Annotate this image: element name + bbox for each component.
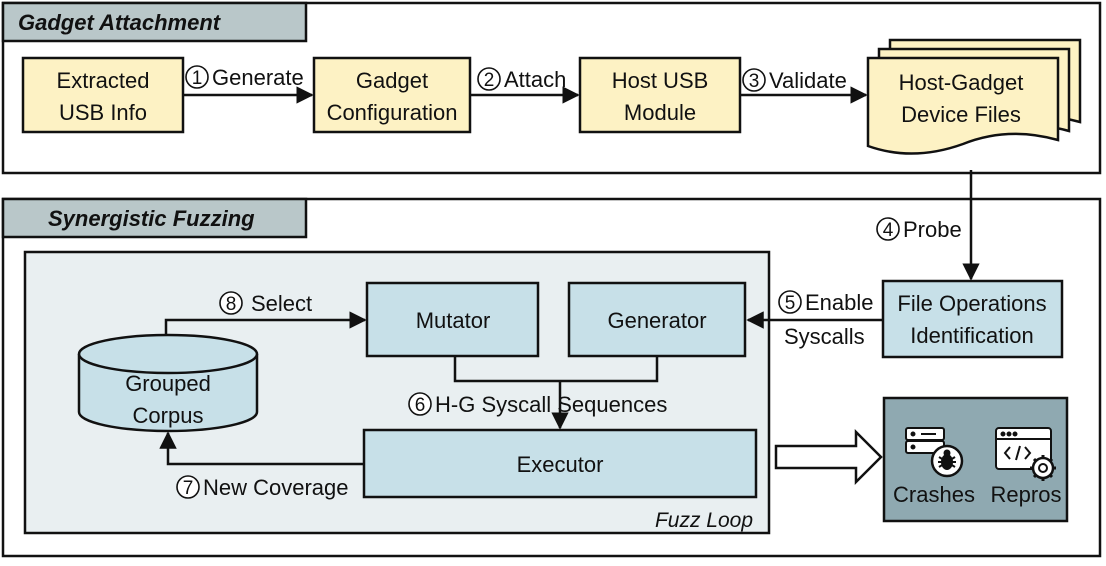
step-5-label: Enable <box>805 290 874 315</box>
step-1-number: 1 <box>192 68 203 89</box>
extracted-label-1: Extracted <box>57 68 150 93</box>
results-arrow <box>774 428 883 486</box>
step-5-circle <box>778 290 802 314</box>
step-5-label-2: Syscalls <box>784 324 865 349</box>
step-7-circle <box>176 475 200 499</box>
step-3-number: 3 <box>749 71 760 92</box>
step-2-number: 2 <box>484 70 495 91</box>
generator-label: Generator <box>607 308 706 333</box>
generator-box <box>567 281 747 358</box>
fuzz-loop-label: Fuzz Loop <box>655 509 753 532</box>
step-7-label: New Coverage <box>203 475 349 500</box>
step-4-circle <box>876 217 900 241</box>
arrow-select <box>164 311 367 335</box>
mutator-box <box>365 281 540 358</box>
step-7-number: 7 <box>183 478 194 499</box>
repros-label: Repros <box>991 482 1062 507</box>
step-3-circle <box>742 68 766 92</box>
host-usb-module-box <box>578 56 742 134</box>
device-files-label-2: Device Files <box>901 102 1021 127</box>
grouped-corpus-cylinder <box>77 333 259 433</box>
step-8-circle <box>219 291 243 315</box>
step-3-label: Validate <box>769 68 847 93</box>
gadget-attachment-title: Gadget Attachment <box>18 10 222 35</box>
synergistic-fuzzing-header <box>1 197 308 239</box>
executor-label: Executor <box>517 452 604 477</box>
step-8-number: 8 <box>226 294 237 315</box>
step-6-number: 6 <box>415 395 426 416</box>
code-window-gear-icon <box>995 427 1056 481</box>
step-8-label: Select <box>251 291 312 316</box>
device-files-stack <box>866 38 1082 155</box>
mutator-label: Mutator <box>416 308 491 333</box>
merge-line <box>453 356 659 383</box>
step-4-number: 4 <box>883 220 894 241</box>
file-ops-label-1: File Operations <box>897 291 1046 316</box>
extracted-label-2: USB Info <box>59 100 147 125</box>
host-usb-label-1: Host USB <box>612 68 709 93</box>
step-6-circle <box>408 392 432 416</box>
step-4-label: Probe <box>903 217 962 242</box>
extracted-usb-info-box <box>21 56 185 134</box>
step-5-number: 5 <box>785 293 796 314</box>
step-1-label: Generate <box>212 65 304 90</box>
step-1-circle <box>185 65 209 89</box>
step-2-label: Attach <box>504 67 566 92</box>
device-files-label-1: Host-Gadget <box>899 70 1024 95</box>
file-ops-label-2: Identification <box>910 323 1034 348</box>
step-2-circle <box>477 67 501 91</box>
executor-box <box>362 428 758 499</box>
gadget-attachment-header <box>1 1 308 43</box>
corpus-label-1: Grouped <box>125 371 211 396</box>
synergistic-fuzzing-title: Synergistic Fuzzing <box>48 206 255 231</box>
step-6-label: H-G Syscall Sequences <box>435 392 667 417</box>
gadget-config-label-1: Gadget <box>356 68 428 93</box>
arrow-new-coverage <box>159 431 364 466</box>
corpus-label-2: Corpus <box>133 403 204 428</box>
bug-server-icon <box>905 427 964 478</box>
host-usb-label-2: Module <box>624 100 696 125</box>
file-operations-box <box>881 279 1064 359</box>
gadget-config-label-2: Configuration <box>327 100 458 125</box>
crashes-label: Crashes <box>893 482 975 507</box>
